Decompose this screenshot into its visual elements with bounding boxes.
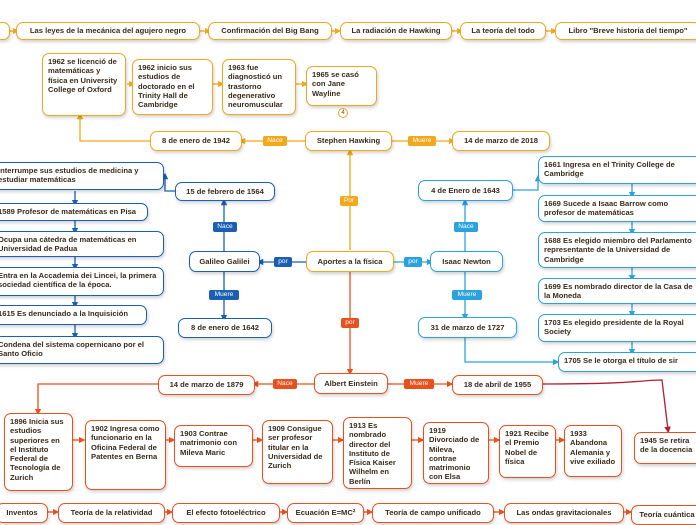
top-item-4: La teoría del todo <box>460 22 546 40</box>
galileo-name: Galileo Galilei <box>189 251 260 272</box>
galileo-por-tag: por <box>274 257 292 267</box>
hawking-died: 14 de marzo de 2018 <box>452 131 550 151</box>
einstein-muere-tag: Muere <box>404 379 434 389</box>
bottom-item-2: El efecto fotoeléctrico <box>172 503 280 523</box>
hawking-event-0: 1962 se licenció de matemáticas y física… <box>42 53 126 116</box>
hawking-count-badge: 4 <box>338 108 348 118</box>
hawking-event-2: 1963 fue diagnosticó un trastorno degene… <box>222 59 296 115</box>
bottom-item-4: Teoría de campo unificado <box>372 503 494 523</box>
hawking-event-1: 1962 inicio sus estudios de doctorado en… <box>132 59 213 115</box>
galileo-event-3: Entra en la Accademia dei Lincei, la pri… <box>0 267 164 296</box>
hawking-born: 8 de enero de 1942 <box>150 131 242 151</box>
einstein-event-5: 1919 Divorciado de Mileva, contrae matri… <box>423 422 489 484</box>
newton-event-3: 1699 Es nombrado director de la Casa de … <box>538 278 696 304</box>
newton-event-2: 1688 Es elegido miembro del Parlamento r… <box>538 232 696 268</box>
einstein-event-8: 1945 Se retira de la docencia <box>634 432 696 464</box>
galileo-event-5: Condena del sistema copernicano por el S… <box>0 336 164 364</box>
newton-event-5: 1705 Se le otorga el título de sir <box>558 352 696 372</box>
einstein-event-2: 1903 Contrae matrimonio con Mileva Maric <box>174 425 253 467</box>
newton-muere-tag: Muere <box>452 290 482 300</box>
newton-name: Isaac Newton <box>430 251 503 272</box>
hawking-muere-tag: Muere <box>408 136 436 146</box>
einstein-event-0: 1896 Inicia sus estudios superiores en e… <box>4 413 73 491</box>
einstein-event-7: 1933 Abandona Alemania y vive exiliado <box>564 425 622 477</box>
einstein-event-6: 1921 Recibe el Premio Nobel de física <box>499 425 556 478</box>
bottom-item-3: Ecuación E=MC² <box>287 503 364 523</box>
hawking-nace-tag: Nace <box>263 136 287 146</box>
einstein-nace-tag: Nace <box>273 379 297 389</box>
top-item-2: Confirmación del Big Bang <box>208 22 332 40</box>
hawking-name: Stephen Hawking <box>305 131 392 151</box>
einstein-born: 14 de marzo de 1879 <box>158 375 255 395</box>
newton-event-1: 1669 Sucede a Isaac Barrow como profesor… <box>538 195 696 222</box>
bottom-item-0: Inventos <box>0 503 48 523</box>
galileo-event-0: Interrumpe sus estudios de medicina y es… <box>0 162 164 190</box>
newton-died: 31 de marzo de 1727 <box>418 317 517 338</box>
top-item-0 <box>0 22 10 40</box>
bottom-item-5: Las ondas gravitacionales <box>504 503 624 523</box>
newton-por-tag: por <box>404 257 422 267</box>
einstein-por-tag: por <box>341 318 359 328</box>
newton-event-0: 1661 Ingresa en el Trinity College de Ca… <box>538 156 696 184</box>
galileo-event-4: 1615 Es denunciado a la Inquisición <box>0 305 147 325</box>
galileo-muere-tag: Muere <box>209 290 239 300</box>
bottom-item-1: Teoría de la relatividad <box>58 503 165 523</box>
einstein-event-3: 1909 Consigue ser profesor titular en la… <box>262 420 333 484</box>
galileo-nace-tag: Nace <box>213 222 237 232</box>
hawking-por-tag: Por <box>340 196 358 206</box>
bottom-item-6: Teoría cuántica <box>631 505 696 525</box>
top-item-1: Las leyes de la mecánica del agujero neg… <box>16 22 200 40</box>
einstein-event-1: 1902 Ingresa como funcionario en la Ofic… <box>85 420 166 490</box>
top-item-5: Libro "Breve historia del tiempo" <box>555 22 696 40</box>
center-node: Aportes a la física <box>306 251 394 272</box>
newton-born: 4 de Enero de 1643 <box>418 180 513 201</box>
einstein-event-4: 1913 Es nombrado director del Instituto … <box>343 417 412 489</box>
top-item-3: La radiación de Hawking <box>340 22 452 40</box>
newton-event-4: 1703 Es elegido presidente de la Royal S… <box>538 314 696 342</box>
einstein-died: 18 de abril de 1955 <box>452 375 543 395</box>
galileo-event-1: 1589 Profesor de matemáticas en Pisa <box>0 203 148 221</box>
einstein-name: Albert Einstein <box>314 373 388 394</box>
galileo-born: 15 de febrero de 1564 <box>175 182 275 201</box>
hawking-event-3: 1965 se casó con Jane Wayline <box>306 66 377 106</box>
galileo-event-2: Ocupa una cátedra de matemáticas en Univ… <box>0 231 164 257</box>
newton-nace-tag: Nace <box>454 222 478 232</box>
galileo-died: 8 de enero de 1642 <box>178 318 272 338</box>
